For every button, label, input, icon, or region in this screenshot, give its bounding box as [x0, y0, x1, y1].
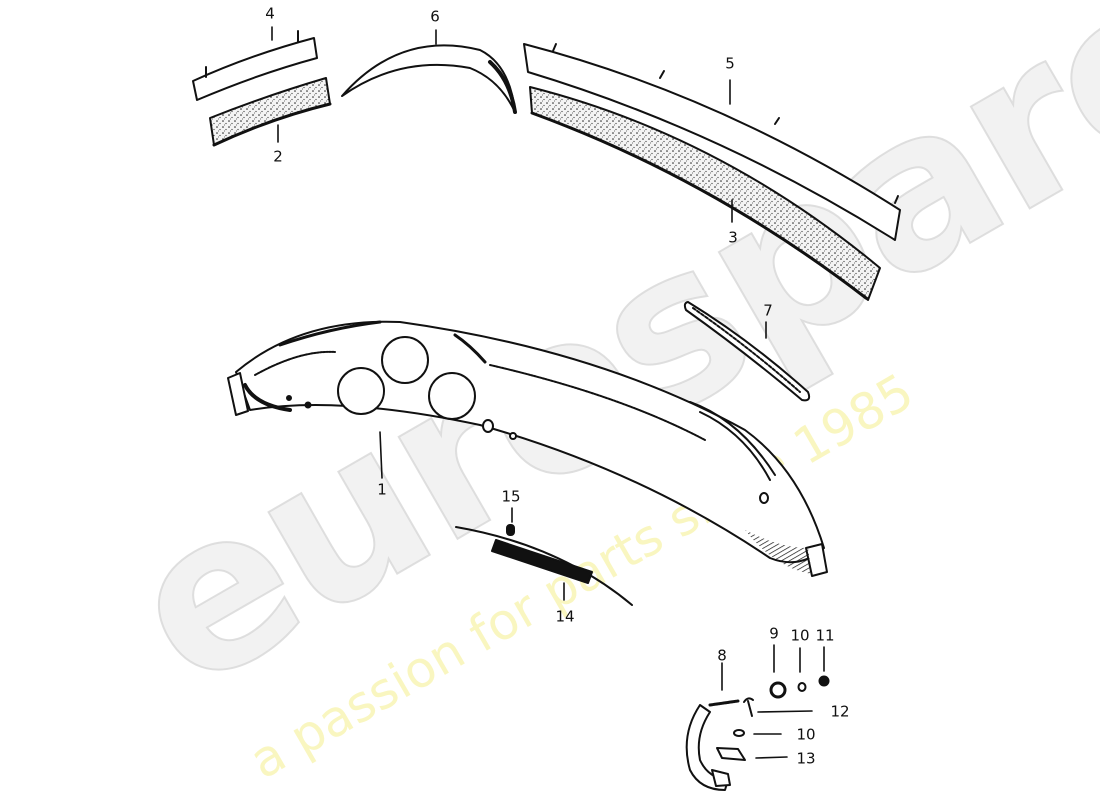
callout-2: 2 [273, 147, 283, 166]
part-15-fastener [506, 524, 515, 536]
callout-9: 9 [769, 624, 779, 643]
part-13-clip [716, 747, 746, 761]
callout-3: 3 [728, 228, 738, 247]
callout-8: 8 [717, 646, 727, 665]
callout-15: 15 [501, 487, 521, 506]
part-2-short-padded-strip [209, 77, 332, 147]
leader-lines [271, 26, 825, 759]
callout-10-bottom: 10 [796, 725, 816, 744]
callout-14: 14 [555, 607, 575, 626]
callout-6: 6 [430, 7, 440, 26]
callout-10-top: 10 [790, 626, 810, 645]
part-9-grommet [769, 681, 787, 699]
part-7-grille-strip [683, 301, 811, 402]
part-5-long-trim-strip [523, 43, 901, 241]
callout-5: 5 [725, 54, 735, 73]
part-8-grab-handle [685, 699, 740, 791]
callout-13: 13 [796, 749, 816, 768]
part-1-dashboard [227, 320, 828, 577]
callout-1: 1 [377, 480, 387, 499]
callout-4: 4 [265, 4, 275, 23]
callout-11: 11 [815, 626, 835, 645]
part-10-washer [797, 682, 807, 692]
part-6-curved-trim [341, 44, 517, 114]
part-3-long-padded-strip [529, 86, 881, 301]
part-14-emblem [455, 526, 633, 606]
callout-12: 12 [830, 702, 850, 721]
part-4-short-trim-strip [192, 30, 318, 101]
part-12-screw [743, 697, 754, 717]
part-10b-washer [733, 729, 745, 737]
part-11-nut [818, 675, 830, 687]
callout-7: 7 [763, 301, 773, 320]
